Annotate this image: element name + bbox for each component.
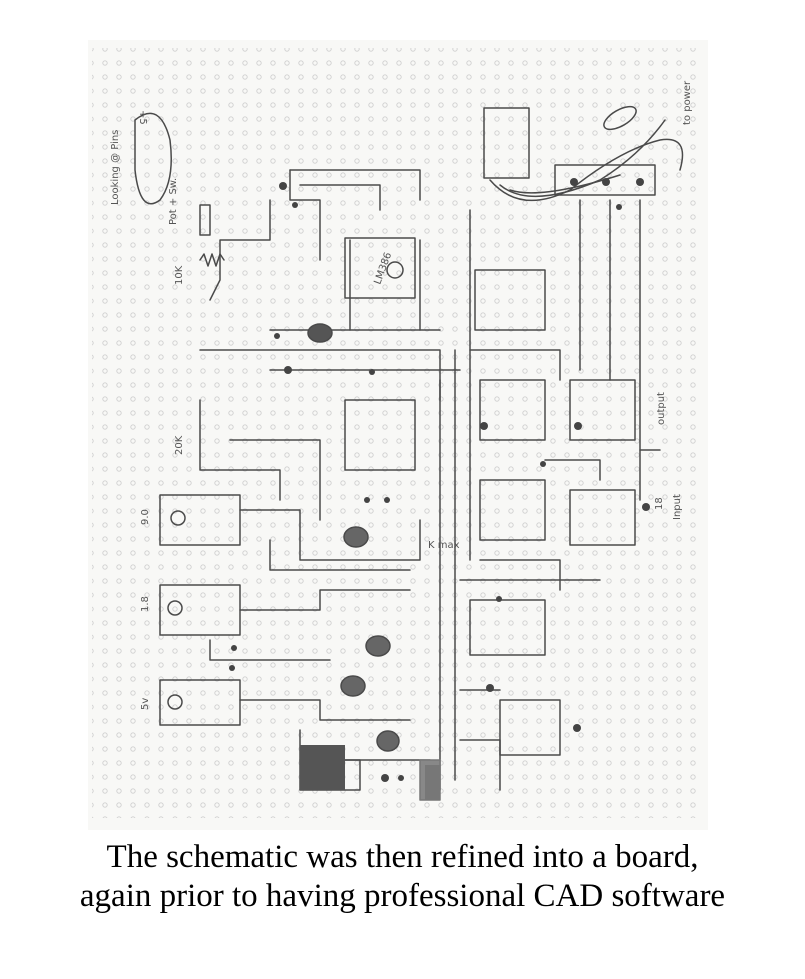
- capacitor-3: [365, 635, 391, 657]
- hand-drawn-board-sketch: Looking @ Pins +5 Pot + Sw. 10K 20K 9.0 …: [92, 48, 702, 818]
- ic-chip-top: [344, 237, 416, 299]
- shaded-block: [300, 745, 345, 790]
- regulator-5v: [159, 679, 241, 726]
- label-output: output: [656, 392, 667, 425]
- ic-chip-right-3: [479, 479, 546, 541]
- power-jack: [483, 107, 530, 179]
- label-20k: 20K: [174, 435, 185, 455]
- label-plus5: +5: [137, 110, 148, 125]
- perfboard-grid: [92, 48, 702, 818]
- label-10k: 10K: [174, 265, 185, 285]
- label-5v: 5v: [140, 698, 151, 710]
- ic-chip-right-4: [569, 489, 636, 546]
- regulator-9v: [159, 494, 241, 546]
- ic-chip-right-top: [474, 269, 546, 331]
- figure-caption: The schematic was then refined into a bo…: [0, 838, 805, 916]
- ic-chip-middle: [344, 399, 416, 471]
- label-9v: 9.0: [140, 509, 151, 525]
- caption-line-2: again prior to having professional CAD s…: [79, 878, 726, 914]
- ic-chip-right-2: [569, 379, 636, 441]
- capacitor-5: [376, 730, 400, 752]
- capacitor-4: [340, 675, 366, 697]
- pinout-outline: [134, 112, 172, 205]
- label-input: Input: [672, 494, 683, 520]
- label-pin-18: 18: [654, 497, 665, 510]
- label-pot-switch: Pot + Sw.: [168, 178, 179, 225]
- label-1-8v: 1.8: [140, 596, 151, 612]
- caption-line-1: The schematic was then refined into a bo…: [106, 839, 699, 875]
- label-rmax: K max: [428, 540, 460, 551]
- label-looking-pins: Looking @ Pins: [110, 130, 121, 205]
- ic-chip-right-6: [499, 699, 561, 756]
- label-to-power: to power: [682, 80, 693, 125]
- ic-chip-right-1: [479, 379, 546, 441]
- resistor-10k: [199, 253, 225, 267]
- capacitor-1: [307, 323, 333, 343]
- capacitor-2: [343, 526, 369, 548]
- shaded-strip: [425, 765, 440, 800]
- ic-chip-right-5: [469, 599, 546, 656]
